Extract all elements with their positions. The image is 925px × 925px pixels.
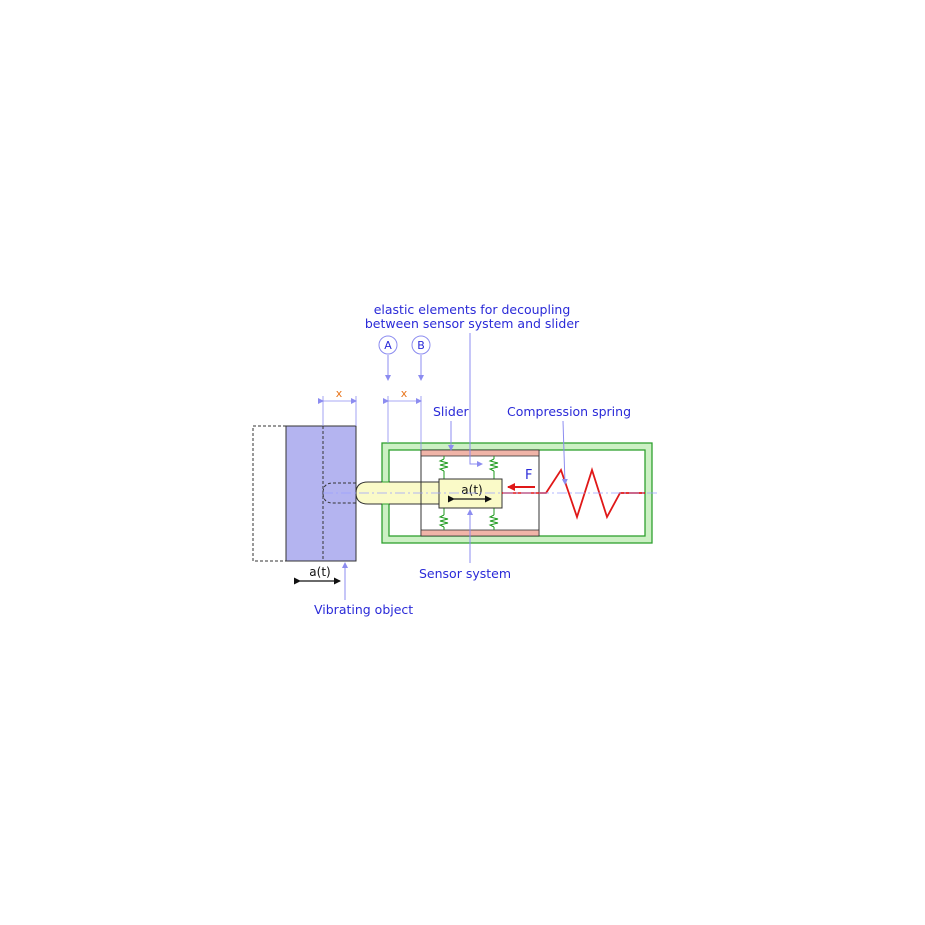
sensor-system-block — [438, 478, 503, 509]
marker-a-label: A — [384, 339, 392, 352]
elastic-element-bottom-right — [488, 508, 499, 530]
vibrating-object-label: Vibrating object — [314, 602, 413, 617]
marker-b-label: B — [417, 339, 425, 352]
elastic-element-top-left — [438, 456, 449, 479]
sensor-system-label: Sensor system — [419, 566, 511, 581]
slider-label: Slider — [433, 404, 470, 419]
elastic-element-top-right — [488, 456, 499, 479]
slider-pad-top — [420, 449, 540, 457]
compression-spring-coil — [539, 467, 645, 520]
sensor-accel-label: a(t) — [461, 483, 482, 497]
object-accel-label: a(t) — [309, 565, 330, 579]
dim-x-right-label: x — [401, 387, 408, 400]
vibrating-object-block — [285, 425, 357, 562]
force-label: F — [525, 468, 532, 483]
dim-x-left-label: x — [336, 387, 343, 400]
elastic-element-bottom-left — [438, 508, 449, 530]
compression-spring-leader — [561, 420, 568, 485]
compression-spring-label: Compression spring — [507, 404, 631, 419]
marker-b-circle — [411, 335, 431, 355]
probe-tip-ghost — [322, 482, 356, 504]
elastic-elements-label-line1: elastic elements for decoupling — [374, 302, 571, 317]
marker-a-circle — [378, 335, 398, 355]
elastic-elements-label-line2: between sensor system and slider — [365, 316, 580, 331]
elastic-elements-leader — [469, 333, 483, 467]
slider-pad-bottom — [420, 529, 540, 537]
